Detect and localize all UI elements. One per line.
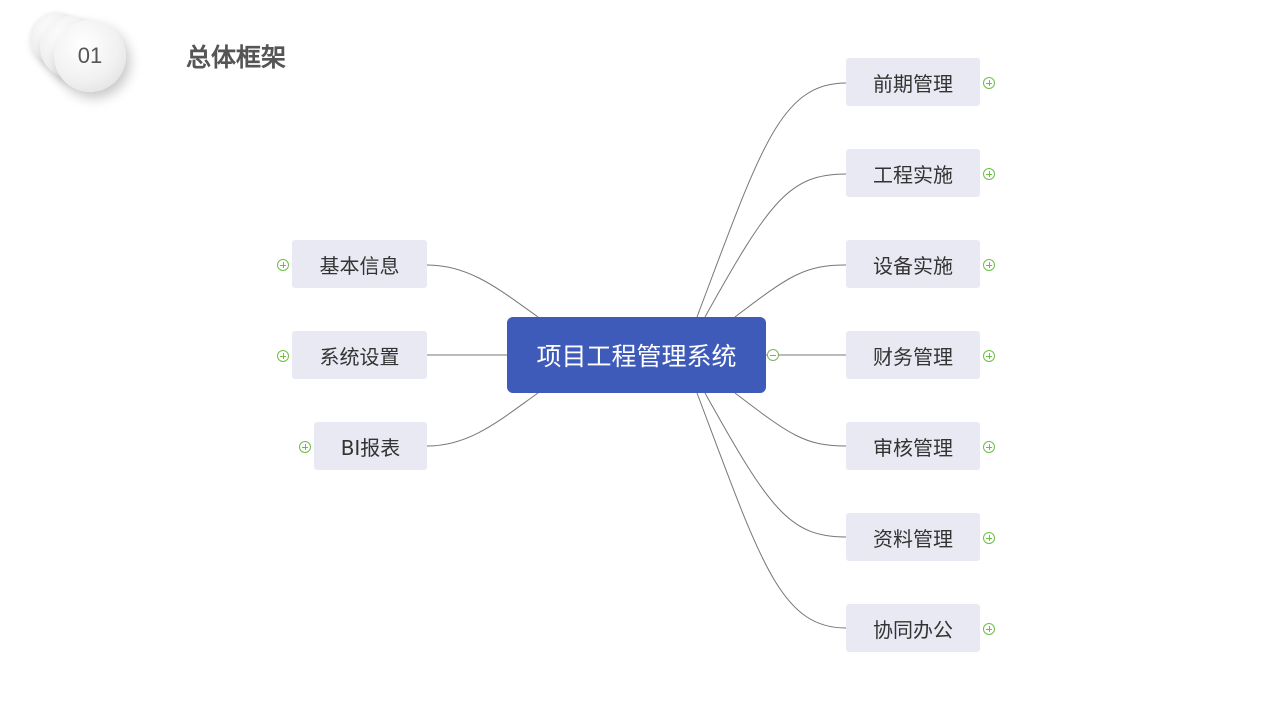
expand-plus-icon[interactable] (983, 623, 995, 635)
branch-node-qianqiguanli[interactable]: 前期管理 (846, 58, 980, 106)
expand-plus-icon[interactable] (299, 441, 311, 453)
branch-label: 财务管理 (873, 344, 953, 369)
expand-plus-icon[interactable] (277, 259, 289, 271)
connector-jibenxinxi (426, 264, 539, 318)
branch-label: 工程实施 (873, 162, 953, 187)
root-node-label: 项目工程管理系统 (536, 342, 737, 371)
expand-plus-icon[interactable] (983, 532, 995, 544)
expand-plus-icon[interactable] (983, 350, 995, 362)
section-number: 01 (77, 43, 103, 68)
branch-label: 协同办公 (873, 617, 953, 642)
expand-plus-icon[interactable] (983, 168, 995, 180)
branch-label: 基本信息 (319, 253, 400, 278)
branch-node-bi-baobiao[interactable]: BI报表 (314, 422, 427, 470)
branch-node-shenheguanli[interactable]: 审核管理 (846, 422, 980, 470)
branch-node-ziliaoguanli[interactable]: 资料管理 (846, 513, 980, 561)
branch-node-gongchengshishi[interactable]: 工程实施 (846, 149, 980, 197)
collapse-minus-icon[interactable] (767, 349, 779, 361)
connector-bi (426, 392, 539, 447)
section-number-badge: 01 (54, 20, 126, 92)
branch-node-xitongshezhi[interactable]: 系统设置 (292, 331, 427, 379)
branch-label: 前期管理 (873, 71, 953, 96)
expand-plus-icon[interactable] (277, 350, 289, 362)
expand-plus-icon[interactable] (983, 259, 995, 271)
branch-node-shebeishishi[interactable]: 设备实施 (846, 240, 980, 288)
expand-plus-icon[interactable] (983, 77, 995, 89)
branch-node-xietongbangong[interactable]: 协同办公 (846, 604, 980, 652)
connector-shenhe (734, 392, 847, 447)
connector-gongcheng (704, 173, 847, 318)
page-title: 总体框架 (186, 43, 287, 72)
branch-label: 审核管理 (873, 435, 953, 460)
branch-node-caiwuguanli[interactable]: 财务管理 (846, 331, 980, 379)
connector-xietong (696, 392, 847, 629)
branch-node-jibenxinxi[interactable]: 基本信息 (292, 240, 427, 288)
branch-label: 资料管理 (873, 526, 953, 551)
connector-qianqi (696, 82, 847, 318)
branch-label: 系统设置 (319, 344, 400, 369)
expand-plus-icon[interactable] (983, 441, 995, 453)
mindmap-root-node[interactable]: 项目工程管理系统 (507, 317, 766, 393)
branch-label: BI报表 (340, 435, 401, 460)
connector-shebei (734, 264, 847, 318)
connector-ziliao (704, 392, 847, 538)
branch-label: 设备实施 (873, 253, 953, 278)
